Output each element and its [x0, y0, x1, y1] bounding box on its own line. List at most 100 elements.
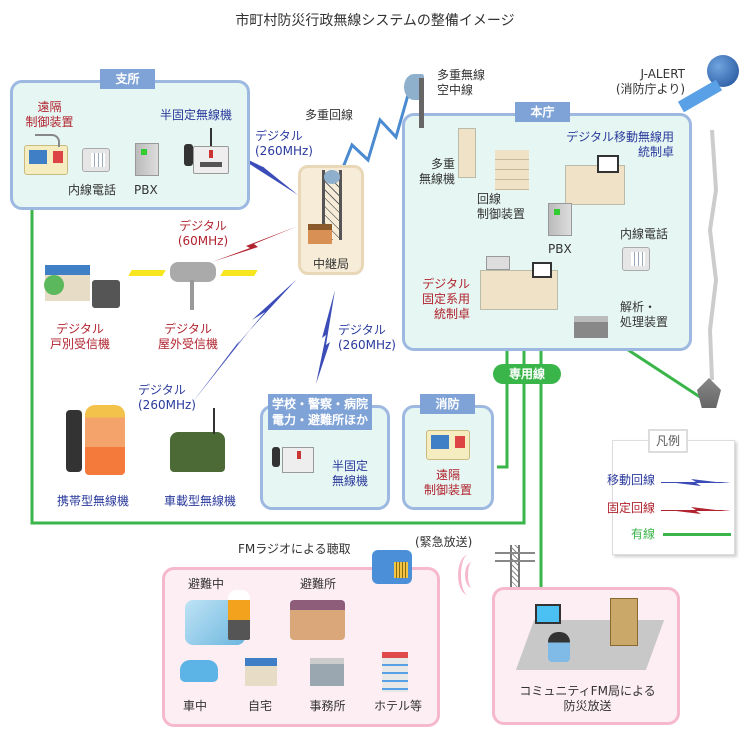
main-pbx-label: PBX — [548, 242, 572, 256]
vehicle-icon — [170, 432, 225, 472]
facilities-handset-icon — [272, 447, 280, 467]
console-monitor-icon — [597, 155, 619, 173]
analysis-device-label: 解析・ 処理装置 — [620, 300, 669, 329]
relay-dish-icon — [324, 170, 340, 184]
relay-tower-icon — [322, 170, 342, 240]
branch-remote-control-label: 遠隔 制御装置 — [25, 100, 74, 129]
facilities-tab: 学校・警察・病院 電力・避難所ほか — [268, 394, 372, 430]
legend-fixed-line — [661, 507, 731, 514]
hotel-icon — [382, 652, 408, 692]
fm-listening-panel — [162, 567, 440, 727]
operator-icon — [548, 632, 570, 662]
sound-wave-right-icon — [220, 270, 258, 276]
legend-label-wired: 有線 — [630, 527, 655, 541]
legend-mobile-line — [661, 479, 731, 486]
multiplex-line-label: 多重回線 — [305, 108, 354, 122]
outdoor-receiver-label: デジタル 屋外受信機 — [157, 322, 218, 351]
fire-remote-control-icon — [426, 430, 470, 460]
fm-listening-label: FMラジオによる聴取 — [238, 542, 351, 556]
fm-tower-antenna-icon — [495, 552, 535, 562]
link-label-handheld: デジタル (260MHz) — [138, 383, 196, 412]
home-icon — [245, 658, 277, 686]
handheld-radio-icon — [66, 410, 82, 472]
main-office-panel — [402, 113, 692, 351]
fm-place-shelter: 避難所 — [300, 577, 337, 591]
radio-antenna-icon — [210, 128, 212, 146]
station-monitor-icon — [535, 604, 561, 624]
loudspeaker-pole-icon — [190, 280, 194, 310]
main-pbx-icon — [548, 203, 572, 236]
vehicle-antenna-icon — [213, 408, 215, 434]
relay-hut-icon — [308, 224, 332, 244]
pbx-icon — [135, 143, 159, 176]
multiplex-radio-icon — [458, 128, 476, 178]
extension-phone-icon — [82, 148, 110, 172]
legend-title: 凡例 — [648, 429, 688, 453]
car-icon — [180, 660, 218, 682]
fm-station-label: コミュニティFM局による 防災放送 — [519, 684, 656, 713]
tree-icon — [44, 275, 64, 295]
antenna-mast-icon — [419, 78, 424, 128]
sound-wave-left-icon — [128, 270, 166, 276]
fm-place-evacuating: 避難中 — [188, 577, 225, 591]
evacuee-person-icon — [228, 590, 250, 640]
multiplex-radio-label: 多重 無線機 — [418, 157, 455, 186]
branch-pbx-label: PBX — [134, 183, 158, 197]
remote-control-device-icon — [24, 145, 68, 175]
loudspeaker-icon — [170, 262, 216, 282]
shelter-building-icon — [290, 600, 345, 640]
branch-ext-phone-label: 内線電話 — [68, 183, 117, 197]
link-label-branch: デジタル (260MHz) — [255, 129, 313, 158]
legend-label-fixed: 固定回線 — [606, 501, 655, 515]
fixed-console-label: デジタル 固定系用 統制卓 — [421, 277, 470, 321]
relay-station-label: 中継局 — [312, 257, 349, 271]
line-control-device-icon — [495, 150, 529, 190]
facilities-radio-label: 半固定 無線機 — [331, 459, 368, 488]
vehicle-radio-label: 車載型無線機 — [163, 494, 236, 508]
analysis-device-icon — [574, 316, 608, 338]
broadcast-wave-icon-2 — [465, 562, 479, 588]
legend-wired-line — [663, 533, 731, 536]
link-label-outdoor: デジタル (60MHz) — [177, 219, 229, 248]
diagram-title: 市町村防災行政無線システムの整備イメージ — [235, 13, 515, 29]
fm-emergency-label: (緊急放送) — [415, 535, 473, 549]
handheld-radio-label: 携帯型無線機 — [56, 494, 129, 508]
dedicated-line-badge: 専用線 — [493, 364, 561, 384]
main-ext-phone-icon — [622, 247, 650, 271]
rescuer-icon — [85, 405, 125, 475]
fm-tower-icon — [510, 545, 520, 615]
fire-remote-control-label: 遠隔 制御装置 — [423, 468, 472, 497]
fm-place-car: 車中 — [182, 699, 207, 713]
printer-icon — [486, 256, 510, 270]
office-icon — [310, 658, 344, 686]
facilities-radio-icon — [282, 447, 314, 473]
jalert-label: J-ALERT (消防庁より) — [615, 67, 685, 96]
household-receiver-icon — [92, 280, 120, 308]
link-label-facilities: デジタル (260MHz) — [338, 323, 396, 352]
broadcast-wave-icon — [458, 555, 478, 595]
handset-icon — [184, 144, 193, 166]
fm-place-office: 事務所 — [309, 699, 346, 713]
main-ext-phone-label: 内線電話 — [620, 227, 669, 241]
jalert-link — [707, 129, 719, 381]
legend: 凡例 移動回線 固定回線 有線 — [607, 429, 735, 555]
microphone-icon — [35, 134, 60, 147]
mobile-link-facilities — [316, 290, 335, 384]
wired-line-branch — [30, 180, 526, 525]
broadcast-desk-icon — [515, 620, 665, 670]
multiplex-antenna-label: 多重無線 空中線 — [437, 68, 486, 97]
branch-semi-fixed-radio-label: 半固定無線機 — [160, 108, 233, 122]
multiplex-zigzag — [338, 94, 410, 176]
legend-label-mobile: 移動回線 — [606, 473, 655, 487]
line-control-label: 回線 制御装置 — [477, 192, 526, 221]
main-office-tab: 本庁 — [515, 102, 570, 122]
fire-dept-tab: 消防 — [420, 394, 475, 414]
equipment-rack-icon — [610, 598, 638, 646]
semi-fixed-radio-icon — [193, 146, 229, 174]
fixed-console-monitor-icon — [532, 262, 552, 278]
wired-line-firedept — [497, 305, 509, 469]
fm-place-hotel: ホテル等 — [373, 699, 422, 713]
mobile-console-label: デジタル移動無線用 統制卓 — [566, 130, 674, 159]
branch-office-tab: 支所 — [100, 69, 155, 89]
radio-icon — [372, 550, 412, 584]
